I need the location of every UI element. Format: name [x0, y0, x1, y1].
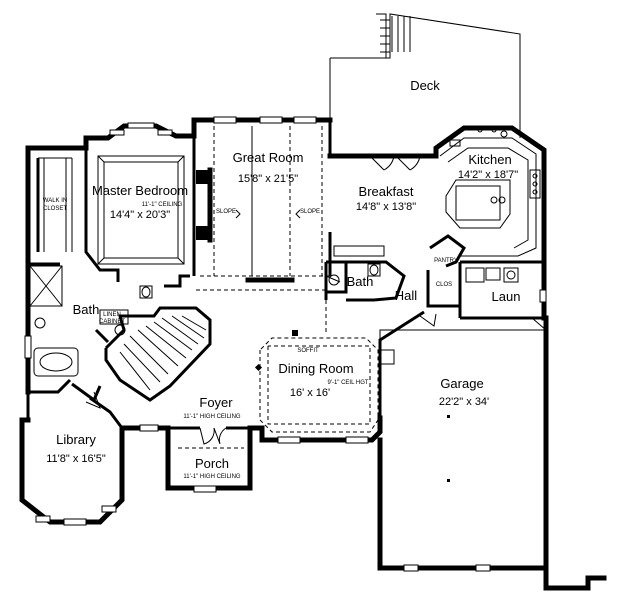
foyer-ceiling: 11'-1" HIGH CEILING: [183, 414, 241, 420]
linen-cabinet-label-1: LINEN: [103, 312, 121, 318]
breakfast-label: Breakfast: [359, 184, 414, 199]
kitchen-cabinets: [333, 127, 541, 257]
dining-soffit: [254, 300, 379, 433]
deck-stairs: [391, 16, 411, 52]
dining-room-label: Dining Room: [278, 361, 353, 376]
master-bedroom-dims: 14'4" x 20'3": [110, 209, 170, 221]
laundry-fixtures: [465, 267, 519, 283]
slope-right-label: SLOPE: [300, 209, 320, 215]
slope-left-label: SLOPE: [216, 209, 236, 215]
deck-label: Deck: [410, 78, 440, 93]
great-room-label: Great Room: [233, 150, 304, 165]
library-dims: 11'8" x 16'5": [46, 453, 106, 465]
windows: [24, 116, 547, 572]
half-bath-fixtures: [328, 263, 381, 286]
tray-ceiling: [97, 155, 185, 265]
foyer-label: Foyer: [199, 395, 233, 410]
laundry-label: Laun: [492, 289, 521, 304]
hall-label: Hall: [395, 288, 418, 303]
foyer-lines: [178, 289, 326, 449]
soffit-label: SOFFIT: [297, 348, 319, 354]
room-labels: Deck Great Room 15'8" x 21'5" SLOPE SLOP…: [43, 78, 521, 480]
dining-room-dims: 16' x 16': [290, 387, 330, 399]
half-bath-label: Bath: [347, 274, 374, 289]
master-bath-fixtures: [29, 265, 153, 377]
great-room-details: [196, 126, 330, 277]
breakfast-dims: 14'8" x 13'8": [356, 201, 416, 213]
clos-label: CLOS: [436, 282, 452, 288]
master-bedroom-ceiling: 11'-1" CEILING: [142, 202, 183, 208]
master-bedroom-label: Master Bedroom: [92, 183, 188, 198]
great-room-dims: 15'8" x 21'5": [238, 173, 298, 185]
closet-shelves: [38, 157, 73, 252]
porch-label: Porch: [195, 456, 229, 471]
interior-walls: [26, 120, 546, 430]
porch-ceiling: 11'-1" HIGH CEILING: [183, 474, 241, 480]
garage-dims: 22'2" x 34': [439, 396, 489, 408]
walk-in-closet-label-2: CLOSET: [43, 206, 67, 212]
garage-label: Garage: [440, 376, 483, 391]
kitchen-dims: 14'2" x 18'7": [458, 169, 518, 181]
garage-marks: [379, 329, 546, 482]
linen-cabinet-label-2: CABINET: [99, 319, 125, 325]
walk-in-closet-label-1: WALK IN: [43, 198, 67, 204]
kitchen-label: Kitchen: [468, 152, 511, 167]
main-stairs: [119, 315, 207, 391]
library-label: Library: [56, 432, 96, 447]
dining-room-ceiling: 9'-1" CEIL HGT: [327, 380, 368, 386]
pantry-label: PANTRY: [434, 258, 458, 264]
master-bath-label: Bath: [73, 302, 100, 317]
